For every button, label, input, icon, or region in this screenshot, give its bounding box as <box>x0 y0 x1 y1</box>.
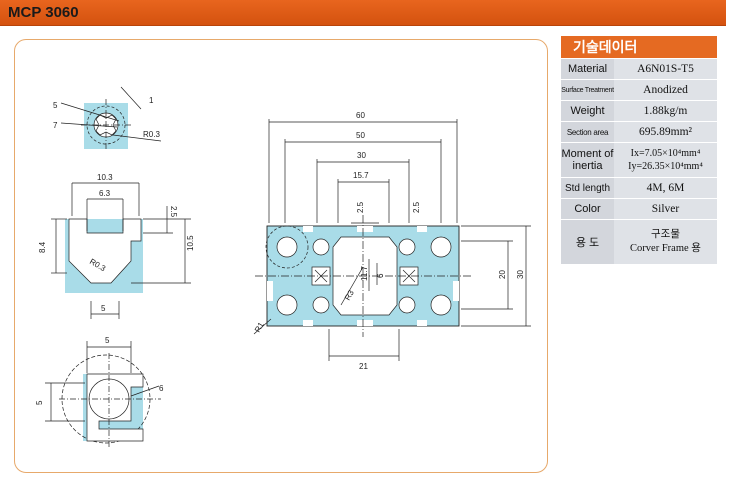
dim-cr03: R0.3 <box>143 130 160 139</box>
spec-row-surface: Surface Treatment Anodized <box>561 79 717 100</box>
spec-value: A6N01S-T5 <box>637 62 694 75</box>
dim-s10-3: 10.3 <box>97 173 113 182</box>
spec-value: 1.88kg/m <box>643 104 688 117</box>
spec-value: 4M, 6M <box>646 181 685 194</box>
technical-drawing: 5 7 1 R0.3 10.3 6.3 <box>35 86 531 449</box>
title-bar: MCP 3060 <box>0 0 726 26</box>
spec-table: 기술데이터 Material A6N01S-T5 Surface Treatme… <box>561 36 717 264</box>
spec-row-color: Color Silver <box>561 198 717 219</box>
dim-r1: R1 <box>253 320 266 334</box>
dim-b5h: 5 <box>105 336 110 345</box>
dim-s8-4: 8.4 <box>38 241 47 253</box>
bore-detail: 5 5 6 <box>35 336 164 449</box>
dim-b5v: 5 <box>35 400 44 405</box>
dim-50: 50 <box>356 131 365 140</box>
spec-label: Surface Treatment <box>561 80 614 100</box>
spec-label: Material <box>561 59 614 79</box>
dim-c1: 1 <box>149 96 154 105</box>
spec-row-inertia: Moment of inertia Ix=7.05×10⁴mm⁴ Iy=26.3… <box>561 142 717 177</box>
dim-30-vertical: 30 <box>516 270 525 279</box>
dim-30: 30 <box>357 151 366 160</box>
dim-c7: 7 <box>53 121 58 130</box>
spec-row-material: Material A6N01S-T5 <box>561 58 717 79</box>
dim-60: 60 <box>356 111 365 120</box>
dim-s5: 5 <box>101 304 106 313</box>
spec-value: 구조물 Corver Frame 용 <box>630 229 701 254</box>
dim-15-7: 15.7 <box>353 171 369 180</box>
spec-row-section-area: Section area 695.89mm² <box>561 121 717 142</box>
dim-b6: 6 <box>159 384 164 393</box>
dim-6: 6 <box>376 273 385 278</box>
drawing-frame: 5 7 1 R0.3 10.3 6.3 <box>14 39 548 473</box>
spec-row-usage: 용 도 구조물 Corver Frame 용 <box>561 219 717 264</box>
dim-c5: 5 <box>53 101 58 110</box>
spec-label: Moment of inertia <box>561 143 614 177</box>
spec-row-weight: Weight 1.88kg/m <box>561 100 717 121</box>
spec-label: 용 도 <box>561 220 614 264</box>
center-detail: 5 7 1 R0.3 <box>53 86 162 151</box>
product-title: MCP 3060 <box>8 4 79 21</box>
spec-label: Color <box>561 199 614 219</box>
spec-value: Ix=7.05×10⁴mm⁴ Iy=26.35×10⁴mm⁴ <box>628 148 703 172</box>
slot-detail: 10.3 6.3 2.5 8.4 10.5 R0.3 5 <box>38 173 195 319</box>
spec-heading: 기술데이터 <box>561 36 717 58</box>
spec-label: Section area <box>561 122 614 142</box>
dim-s6-3: 6.3 <box>99 189 111 198</box>
main-profile: 60 50 30 15.7 2.5 2.5 11.7 6 20 30 21 R3… <box>253 111 531 371</box>
dim-s10-5: 10.5 <box>186 235 195 251</box>
dim-21: 21 <box>359 362 368 371</box>
spec-row-std-length: Std length 4M, 6M <box>561 177 717 198</box>
dim-s2-5: 2.5 <box>169 206 178 218</box>
dim-2-5-left: 2.5 <box>356 201 365 213</box>
spec-value: Anodized <box>643 83 688 96</box>
spec-label: Std length <box>561 178 614 198</box>
dim-2-5-right: 2.5 <box>412 201 421 213</box>
spec-label: Weight <box>561 101 614 121</box>
dim-20: 20 <box>498 270 507 279</box>
spec-value: 695.89mm² <box>639 125 692 138</box>
spec-value: Silver <box>651 202 680 215</box>
dim-11-7: 11.7 <box>360 265 369 281</box>
